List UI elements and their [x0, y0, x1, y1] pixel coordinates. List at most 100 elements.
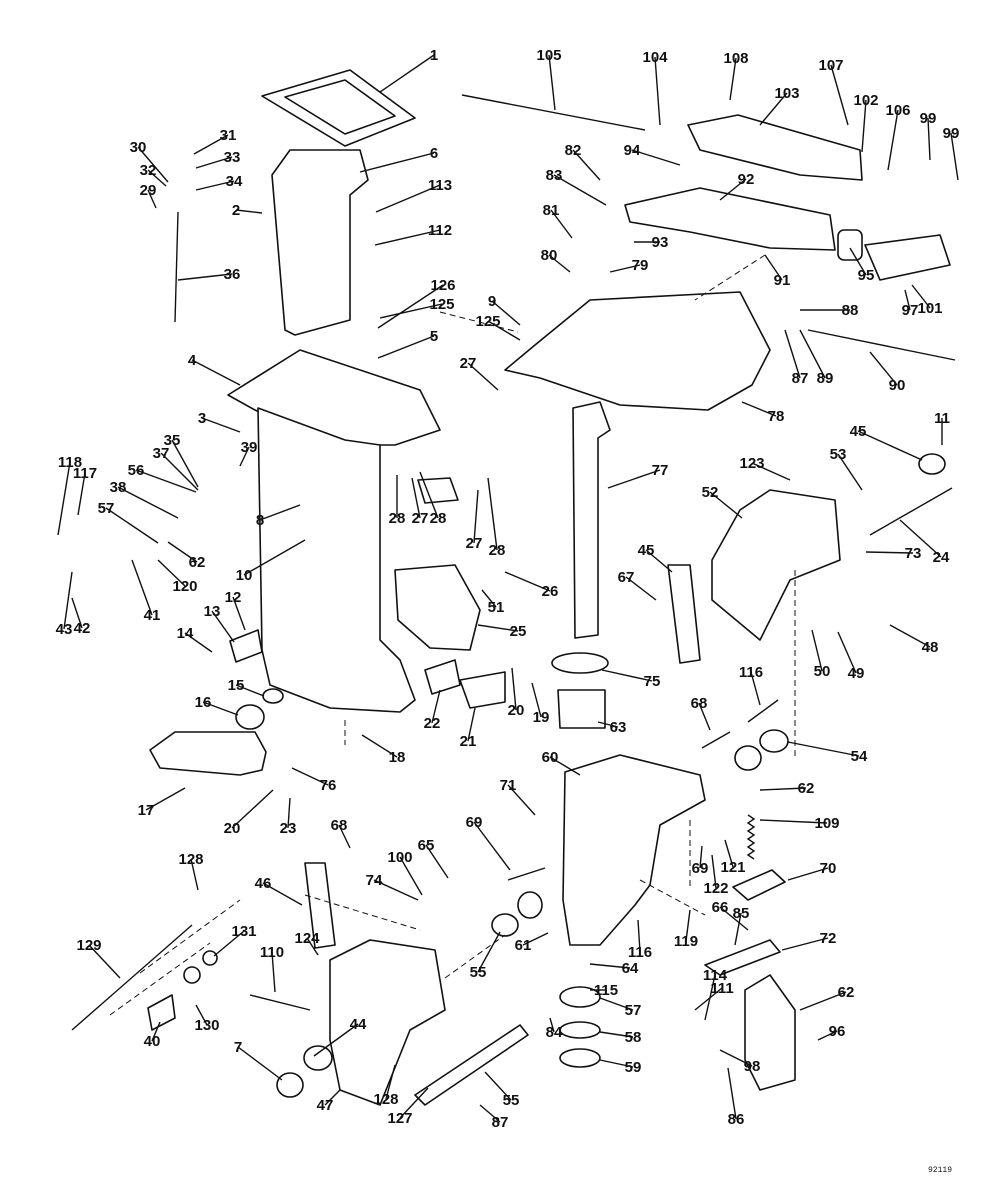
- callout-number: 126: [430, 277, 455, 294]
- callout-leader: [151, 1021, 161, 1042]
- callout-leader: [764, 254, 783, 281]
- callout-number: 43: [56, 621, 73, 638]
- callout-leader: [147, 169, 167, 187]
- part-13-plate: [229, 629, 263, 663]
- callout-leader: [531, 682, 542, 718]
- callout-number: 63: [610, 719, 627, 736]
- callout-leader: [71, 597, 83, 629]
- callout-leader: [759, 92, 788, 126]
- callout-leader: [201, 417, 241, 433]
- callout-number: 76: [320, 777, 337, 794]
- callout-number: 74: [366, 872, 383, 889]
- callout-leader: [904, 289, 911, 311]
- callout-number: 16: [195, 694, 212, 711]
- callout-leader: [195, 1004, 208, 1026]
- callout-leader: [548, 54, 556, 111]
- part-94-tiller: [624, 187, 836, 251]
- callout-leader: [374, 229, 441, 246]
- callout-number: 119: [674, 933, 698, 950]
- callout-number: 57: [98, 500, 115, 517]
- callout-number: 104: [642, 49, 668, 66]
- callout-number: 114: [703, 967, 728, 984]
- callout-number: 78: [768, 408, 785, 425]
- callout-number: 33: [224, 149, 241, 166]
- callout-leader: [324, 1089, 341, 1106]
- callout-number: 39: [241, 439, 258, 456]
- callout-leader: [167, 541, 198, 563]
- callout-leader: [385, 1064, 396, 1100]
- part-7: [276, 1072, 304, 1098]
- part-53-clamp: [711, 489, 841, 641]
- callout-number: 116: [739, 664, 763, 681]
- part-59: [559, 1021, 601, 1039]
- part-60: [559, 1048, 601, 1068]
- callout-leader: [637, 919, 641, 953]
- callout-number: 86: [728, 1111, 745, 1128]
- callout-leader: [157, 559, 186, 587]
- callout-leader: [425, 844, 449, 879]
- callout-number: 85: [733, 905, 750, 922]
- callout-leader: [787, 741, 860, 757]
- callout-number: 96: [829, 1023, 846, 1040]
- callout-number: 124: [294, 930, 320, 947]
- callout-number: 6: [430, 145, 438, 162]
- callout-leader: [237, 1046, 283, 1081]
- callout-leader: [857, 430, 923, 461]
- part-80-bracket: [504, 291, 771, 411]
- callout-leader: [88, 944, 121, 979]
- callout-number: 107: [818, 57, 843, 74]
- callout-leader: [338, 824, 351, 849]
- part-55-washer: [491, 913, 519, 937]
- callout-leader: [719, 178, 747, 201]
- callout-number: 68: [331, 817, 348, 834]
- callout-leader: [869, 351, 898, 386]
- callout-number: 11: [934, 410, 950, 427]
- callout-leader: [694, 987, 723, 1011]
- callout-number: 1: [430, 47, 438, 64]
- part-17-cover: [149, 731, 267, 776]
- callout-number: 59: [625, 1059, 642, 1076]
- part-48-clamp: [329, 939, 446, 1106]
- callout-number: 55: [503, 1092, 520, 1109]
- callout-number: 131: [231, 923, 256, 940]
- part-24-rod: [869, 487, 953, 536]
- callout-leader: [599, 997, 634, 1011]
- part-71: [732, 869, 786, 901]
- callout-leader: [487, 320, 521, 341]
- callout-leader: [399, 1087, 429, 1119]
- callout-leader: [549, 756, 581, 776]
- callout-number: 10: [236, 567, 253, 584]
- callout-leader: [597, 721, 619, 728]
- callout-leader: [727, 1067, 737, 1120]
- callout-labels: 1234567891011121314151617181920202122232…: [56, 47, 960, 1131]
- callout-leader: [865, 551, 914, 554]
- callout-number: 122: [703, 880, 728, 897]
- part-41: [147, 994, 176, 1031]
- part-92-rod: [807, 329, 956, 361]
- callout-leader: [239, 446, 250, 467]
- part-1-gasket: [261, 69, 416, 147]
- callout-number: 20: [224, 820, 241, 837]
- callout-number: 28: [430, 510, 447, 527]
- callout-number: 13: [204, 603, 221, 620]
- callout-number: 99: [920, 110, 937, 127]
- callout-leader: [57, 461, 71, 536]
- part-61-swivel: [562, 754, 706, 946]
- callout-number: 9: [488, 293, 496, 310]
- part-99b: [734, 745, 762, 771]
- callout-leader: [359, 152, 435, 173]
- callout-leader: [411, 477, 421, 519]
- callout-number: 27: [460, 355, 477, 372]
- part-6-exhaust-housing: [271, 149, 369, 336]
- part-22: [424, 659, 461, 695]
- callout-leader: [491, 300, 521, 326]
- callout-leader: [625, 576, 657, 601]
- callout-leader: [709, 491, 743, 519]
- part-47-link: [304, 862, 336, 949]
- callout-leader: [313, 1023, 359, 1057]
- callout-leader: [811, 629, 823, 672]
- callout-leader: [291, 767, 329, 786]
- callout-leader: [724, 839, 734, 868]
- callout-leader: [849, 247, 867, 276]
- callout-number: 49: [848, 665, 865, 682]
